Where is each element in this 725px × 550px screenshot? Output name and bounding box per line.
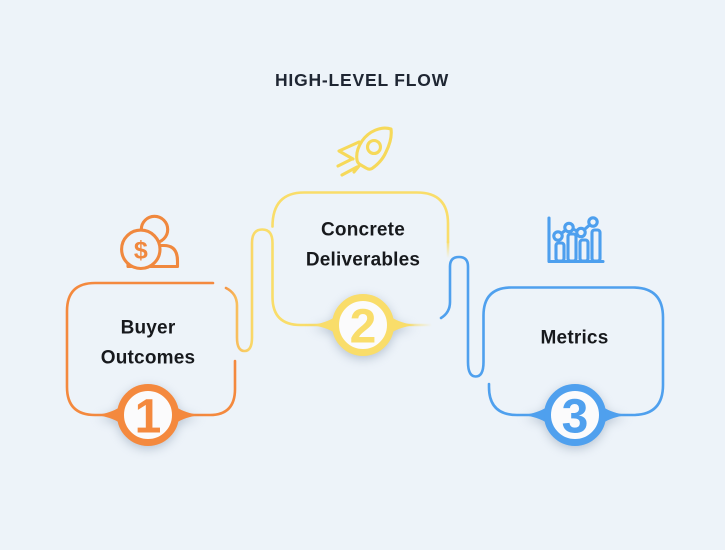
step-3-number: 3 bbox=[562, 391, 589, 444]
person-dollar-icon: $ bbox=[120, 214, 180, 271]
step-3-label-line1: Metrics bbox=[541, 328, 609, 349]
step-1-label-line1: Buyer bbox=[121, 318, 176, 339]
step-2-box-outline bbox=[271, 191, 450, 244]
step-1-left-wing bbox=[96, 407, 120, 423]
connector-1-2 bbox=[224, 228, 337, 353]
step-2-left-wing bbox=[311, 317, 335, 333]
step-2-number-badge: 2 bbox=[311, 294, 415, 356]
page-title: HIGH-LEVEL FLOW bbox=[275, 70, 449, 90]
connector-2-3 bbox=[439, 255, 665, 417]
step-2-circle bbox=[332, 294, 394, 356]
step-3-circle bbox=[544, 384, 606, 446]
step-3-right-wing bbox=[603, 407, 627, 423]
step-3-card: Metrics 3 bbox=[487, 216, 627, 446]
step-1-box-right-stub bbox=[173, 359, 237, 417]
rocket-icon bbox=[336, 126, 393, 177]
step-2-card: Concrete Deliverables 2 bbox=[271, 126, 450, 356]
step-2-label-line1: Concrete bbox=[321, 220, 405, 241]
step-1-card: $ Buyer Outcomes 1 bbox=[65, 214, 237, 446]
bar-chart-icon bbox=[547, 216, 605, 264]
step-1-label-line2: Outcomes bbox=[101, 348, 196, 369]
step-1-right-wing bbox=[176, 407, 200, 423]
step-3-number-badge: 3 bbox=[523, 384, 627, 446]
step-2-label-line2: Deliverables bbox=[306, 250, 420, 271]
step-1-number: 1 bbox=[135, 391, 162, 444]
step-2-right-wing bbox=[391, 317, 415, 333]
step-1-number-badge: 1 bbox=[96, 384, 200, 446]
step-3-left-wing bbox=[523, 407, 547, 423]
dollar-sign: $ bbox=[134, 237, 148, 265]
step-2-number: 2 bbox=[350, 301, 377, 354]
step-1-circle bbox=[117, 384, 179, 446]
step-3-box-bottom-left-stub bbox=[487, 382, 549, 417]
step-1-box-outline bbox=[65, 281, 215, 417]
